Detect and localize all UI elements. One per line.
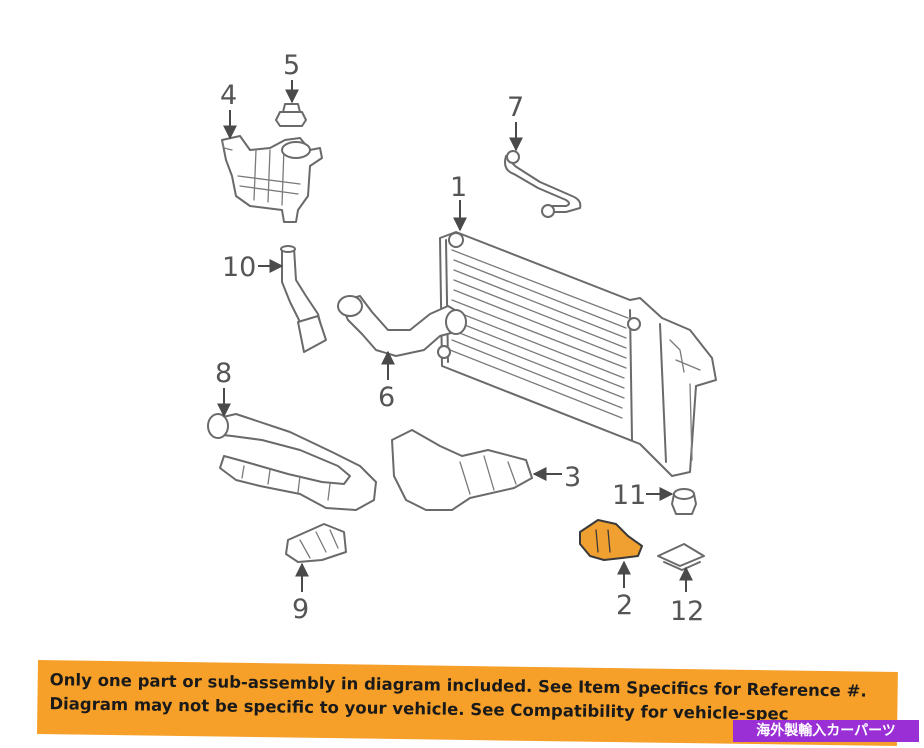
part-12-clip: [657, 543, 705, 571]
part-8-lower-radiator-hose: [207, 413, 377, 511]
part-10-heater-hose: [280, 245, 327, 353]
callout-8: 8: [215, 358, 232, 389]
callout-5: 5: [283, 50, 300, 81]
part-3-air-deflector: [391, 429, 533, 511]
part-9-bracket: [285, 523, 347, 563]
part-1-radiator: [437, 231, 717, 477]
callout-7: 7: [507, 92, 524, 123]
callout-6: 6: [378, 382, 395, 413]
part-5-reservoir-cap: [275, 103, 307, 127]
watermark-label: 海外製輸入カーパーツ: [733, 720, 919, 742]
callout-4: 4: [220, 80, 237, 111]
part-4-coolant-reservoir: [221, 135, 323, 223]
callout-10: 10: [222, 252, 256, 283]
callout-9: 9: [292, 594, 309, 625]
part-2-highlighted-seal: [579, 519, 643, 561]
callout-2: 2: [616, 590, 633, 621]
part-6-upper-radiator-hose: [337, 295, 467, 357]
callout-arrows: [217, 80, 693, 592]
callout-1: 1: [450, 172, 467, 203]
part-7-overflow-tube: [504, 150, 582, 218]
callout-11: 11: [612, 480, 646, 511]
callout-12: 12: [670, 596, 704, 627]
callout-3: 3: [564, 462, 581, 493]
part-11-grommet: [671, 488, 697, 515]
